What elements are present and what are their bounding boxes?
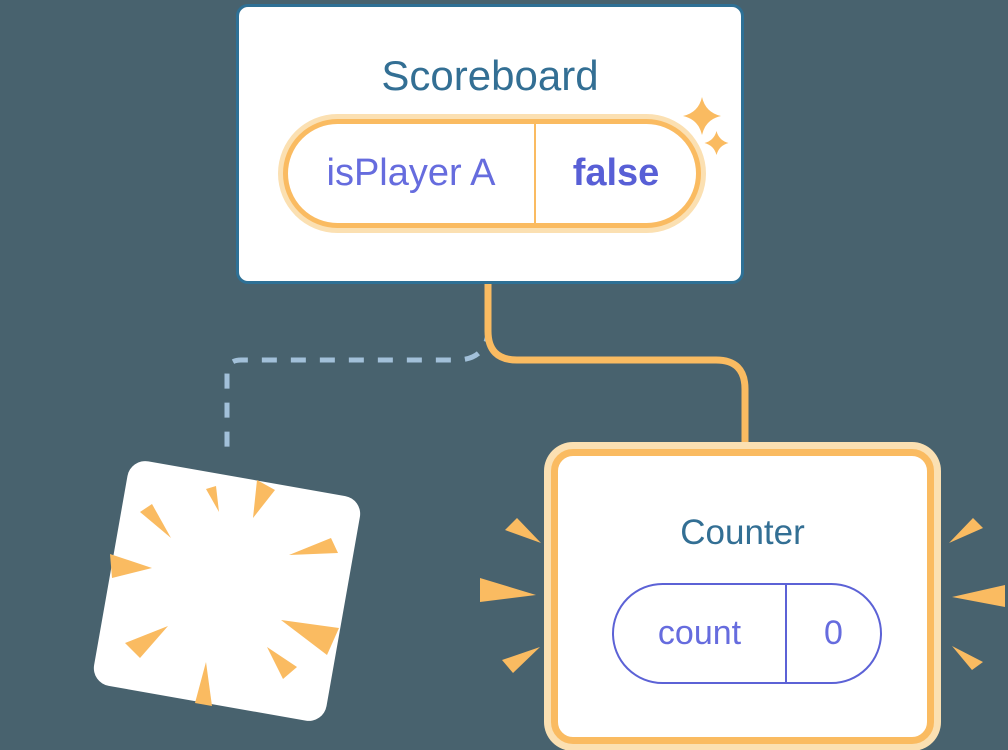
state-value-label: 0 xyxy=(824,614,843,652)
active-branch-connector xyxy=(484,278,749,459)
scoreboard-card: Scoreboard isPlayer A false xyxy=(236,4,744,284)
state-name-label: isPlayer A xyxy=(326,152,496,194)
state-name-label: count xyxy=(657,614,742,652)
pill-divider xyxy=(534,124,536,223)
destroyed-component-card xyxy=(90,458,364,724)
destroyed-branch-connector xyxy=(224,332,491,458)
scoreboard-title: Scoreboard xyxy=(381,52,599,99)
counter-state-pill: count 0 xyxy=(612,583,882,684)
state-value-label: false xyxy=(572,152,660,194)
scoreboard-state-pill: isPlayer A false xyxy=(283,119,701,228)
counter-card: Counter count 0 xyxy=(551,449,934,744)
pill-divider xyxy=(785,585,787,682)
counter-title: Counter xyxy=(680,513,805,552)
